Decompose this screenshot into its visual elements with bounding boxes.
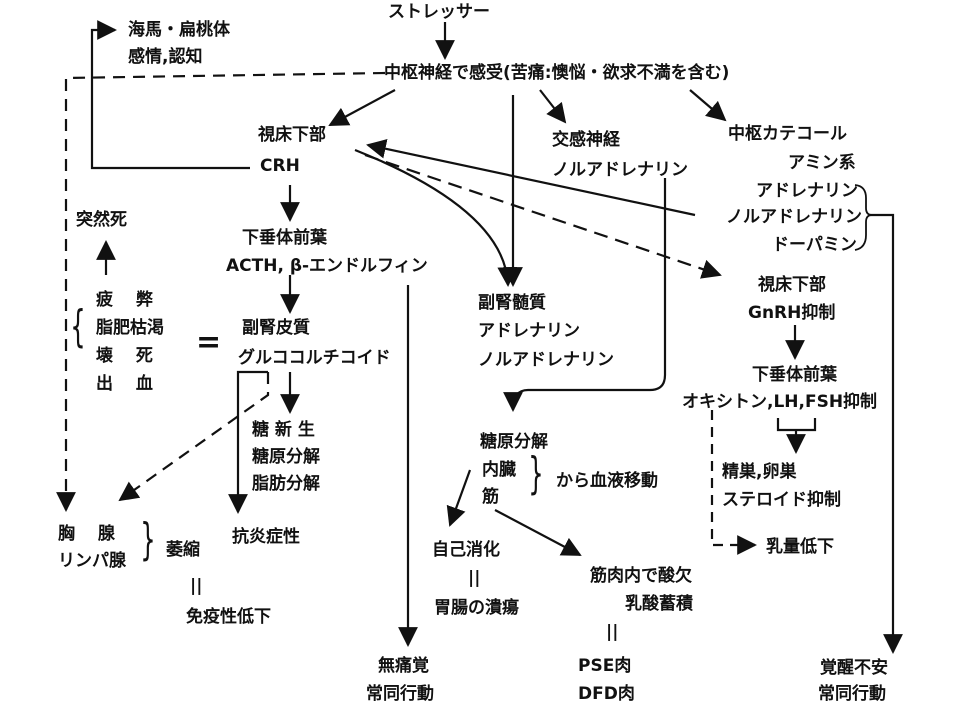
crh-label: CRH [260,156,300,176]
hypothalamus2-label: 視床下部 [758,275,826,295]
muscle-label: 筋 [482,487,499,507]
bleeding-label: 出 血 [96,374,153,394]
adrenal-medulla-label: 副腎髄質 [478,293,546,313]
glucocorticoid-label: グルココルチコイド [238,348,391,368]
hypothalamus-label: 視床下部 [258,125,326,145]
pse-double-bar: || [606,622,619,642]
lactic-acid-label: 乳酸蓄積 [625,594,693,614]
arrow-cortex-antiinflam [228,370,268,514]
pse-label: PSE肉 [578,656,632,676]
sudden-death-label: 突然死 [76,210,127,230]
amine-label: アミン系 [788,153,856,173]
gonad-label: 精巣,卵巣 [722,462,797,482]
anti-inflam-label: 抗炎症性 [232,527,300,547]
catecholamine-label: 中枢カテコール [728,124,847,144]
selfdigest-double-bar: || [468,568,481,588]
bracket-pituitary2-gonad [776,418,817,432]
viscera-label: 内臓 [482,460,516,480]
arrow-cortex-thymus-dashed [118,372,270,502]
adrenaline-label: アドレナリン [756,181,858,201]
dfd-label: DFD肉 [578,684,635,704]
gluconeogenesis-label: 糖 新 生 [252,420,315,440]
stressor-label: ストレッサー [388,2,490,22]
atrophy-label: 萎縮 [166,540,200,560]
gnrh-label: GnRH抑制 [748,303,836,323]
blood-move-label: から血液移動 [556,471,658,491]
lymph-label: リンパ腺 [58,551,126,571]
ulcer-label: 胃腸の潰瘍 [434,598,519,618]
blood-brace: } [528,448,544,499]
hippocampus-label: 海馬・扁桃体 [128,20,230,40]
arrow-catecholamine-arousal [870,213,903,654]
arrow-viscera-selfdigest [446,469,472,527]
self-digest-label: 自己消化 [432,540,500,560]
glycogen-label: 糖原分解 [480,432,548,452]
medulla-adrenaline-label: アドレナリン [478,321,580,341]
arrow-muscle-acid [494,509,582,556]
lipolysis-label: 脂肪分解 [252,474,320,494]
arrow-central-sympathetic [539,89,567,124]
adrenal-cortex-label: 副腎皮質 [242,318,310,338]
exhaustion-label: 疲 弊 [96,290,153,310]
fat-depletion-label: 脂肥枯渇 [96,318,164,338]
acth-label: ACTH, β-エンドルフィン [226,256,428,276]
pituitary2-label: 下垂体前葉 [752,365,837,385]
medulla-noradrenaline-label: ノルアドレナリン [478,350,614,370]
muscle-acid-label: 筋肉内で酸欠 [590,566,692,586]
necrosis-label: 壊 死 [96,346,153,366]
pituitary-label: 下垂体前葉 [242,228,327,248]
catecholamine-brace [854,184,873,251]
arrow-crh-hippocampus [90,20,250,170]
arrow-hypo-medulla-curve [354,148,518,287]
equals-sign: = [196,325,222,360]
central-nerve-label: 中枢神経で感受(苦痛:懊悩・欲求不満を含む) [384,63,730,83]
glycogenolysis-label: 糖原分解 [252,447,320,467]
arousal-label: 覚醒不安 [820,658,888,678]
arrow-central-catecholamine [689,89,727,122]
analgesia-label: 無痛覚 [378,656,429,676]
arrow-central-hypothalamus [328,89,396,126]
dopamine-label: ドーパミン [772,235,857,255]
thymus-double-bar: || [190,576,203,596]
arrow-sympathetic-glycogen [503,178,667,412]
arousal-stereotypy-label: 常同行動 [818,684,886,704]
lactation-label: 乳量低下 [766,537,834,557]
thymus-label: 胸 腺 [58,524,115,544]
sympathetic-label: 交感神経 [552,130,620,150]
emotion-label: 感情,認知 [128,47,203,67]
arrow-central-thymus-dashed [56,71,386,512]
exhaustion-brace: { [70,301,86,352]
arrow-catecholamine-hypo [366,139,696,217]
thymus-brace: } [140,514,156,565]
arrow-hypo-gnrh-dashed [364,153,722,279]
oxytocin-label: オキシトン,LH,FSH抑制 [682,392,878,412]
stereotypy-label: 常同行動 [366,684,434,704]
immune-label: 免疫性低下 [186,607,271,627]
noradrenaline-label: ノルアドレナリン [726,207,862,227]
sympathetic-noradrenaline-label: ノルアドレナリン [552,160,688,180]
steroid-label: ステロイド抑制 [722,490,841,510]
